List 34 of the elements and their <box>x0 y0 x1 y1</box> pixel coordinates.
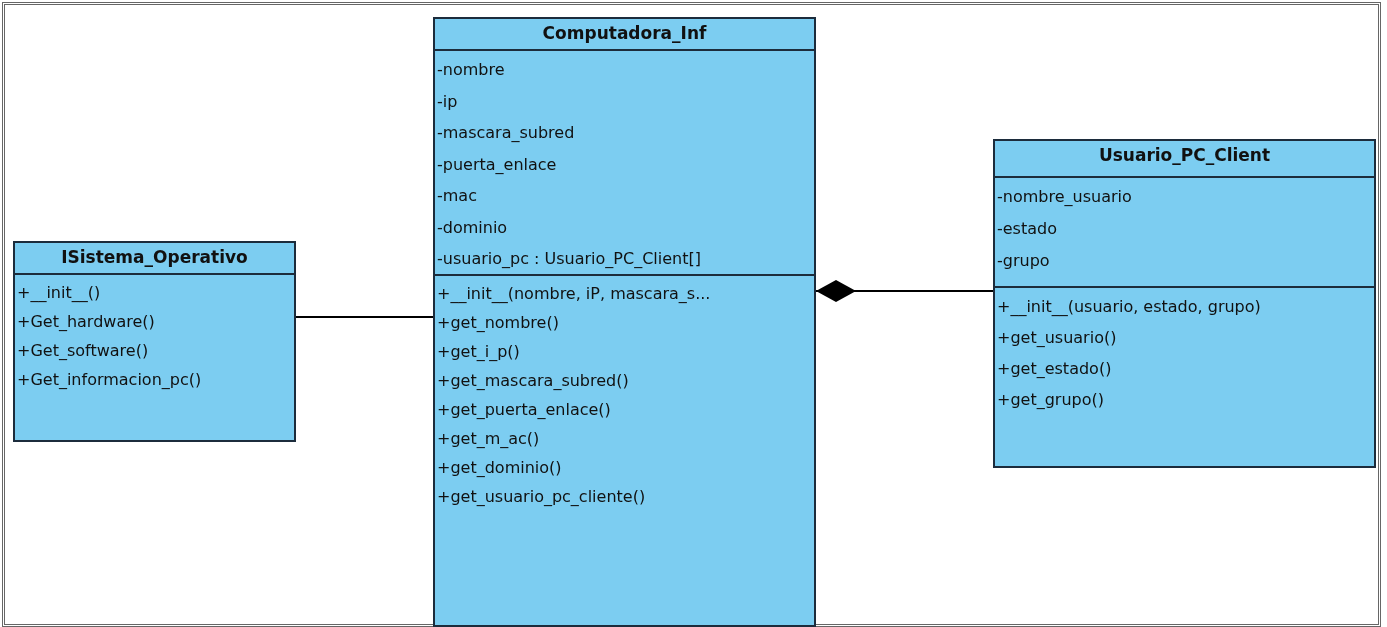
class-name: Computadora_Inf <box>541 22 708 45</box>
member-text: -dominio <box>436 216 508 239</box>
member-text: +Get_hardware() <box>16 311 155 333</box>
member-text: -usuario_pc : Usuario_PC_Client[] <box>436 248 701 270</box>
member-text: +get_grupo() <box>996 389 1104 411</box>
member-text: +get_usuario() <box>996 327 1117 349</box>
member-text: +__init__(nombre, iP, mascara_s... <box>436 283 711 306</box>
member-text: -mac <box>436 185 477 207</box>
member-text: +get_i_p() <box>436 341 520 363</box>
class-name: ISistema_Operativo <box>60 246 249 269</box>
member-text: +get_nombre() <box>436 312 559 334</box>
composition-line <box>815 280 994 302</box>
member-text: +get_dominio() <box>436 457 562 479</box>
class-name: Usuario_PC_Client <box>1097 144 1272 167</box>
member-text: +get_estado() <box>996 358 1112 380</box>
member-text: +get_usuario_pc_cliente() <box>436 486 646 508</box>
member-text: -grupo <box>996 250 1050 272</box>
member-text: +get_m_ac() <box>436 428 540 450</box>
class-box <box>13 241 296 442</box>
member-text: -puerta_enlace <box>436 153 557 176</box>
member-text: +get_mascara_subred() <box>436 370 629 392</box>
member-text: +Get_informacion_pc() <box>16 369 202 391</box>
class-box <box>993 139 1376 468</box>
association-line <box>295 316 434 318</box>
member-text: -mascara_subred <box>436 122 575 144</box>
member-text: +Get_software() <box>16 340 149 362</box>
member-text: -ip <box>436 90 458 113</box>
member-text: +get_puerta_enlace() <box>436 399 611 421</box>
class-box <box>433 17 816 627</box>
member-text: -nombre_usuario <box>996 186 1132 208</box>
member-text: -estado <box>996 218 1057 240</box>
member-text: +__init__() <box>16 282 101 305</box>
member-text: +__init__(usuario, estado, grupo) <box>996 296 1261 319</box>
member-text: -nombre <box>436 59 505 81</box>
